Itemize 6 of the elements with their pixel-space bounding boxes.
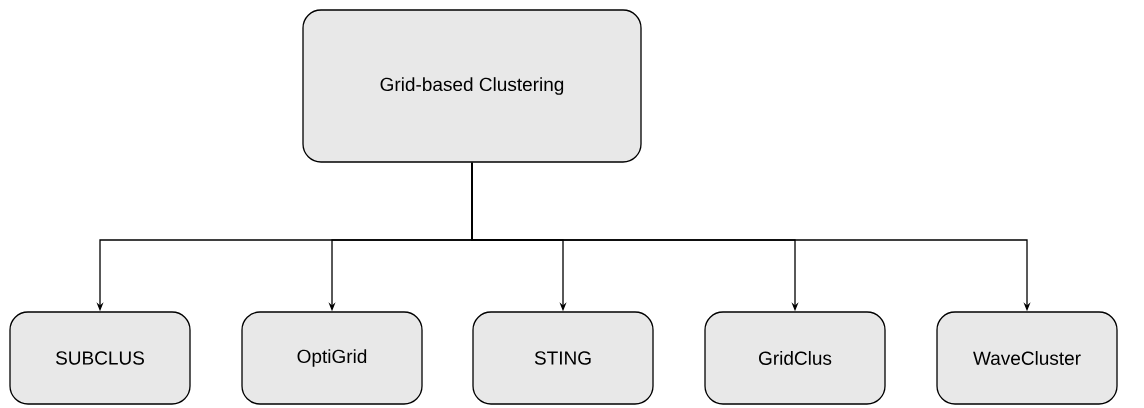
- method-box: SUBCLUS: [9, 311, 191, 405]
- method-box: STING: [472, 311, 654, 405]
- method-box: WaveCluster: [936, 311, 1118, 405]
- root-box: Grid-based Clustering: [302, 9, 642, 163]
- method-box: GridClus: [704, 311, 886, 405]
- method-box: OptiGrid: [241, 311, 423, 405]
